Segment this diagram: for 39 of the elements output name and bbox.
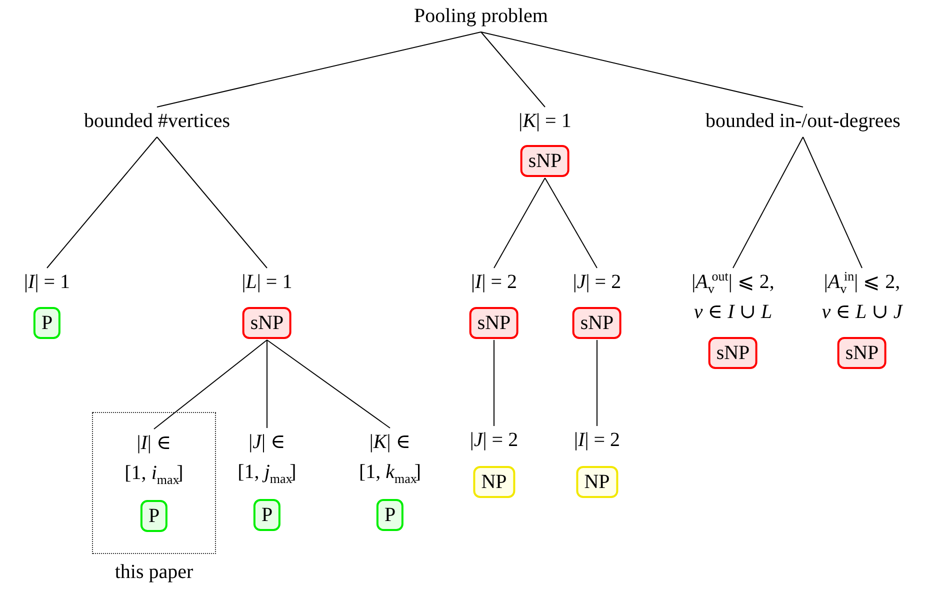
condition-label: bounded in-/out-degrees — [706, 106, 900, 136]
condition-label: |K| ∈ [1, k$_{max}$] — [358, 427, 422, 487]
condition-label: |J| = 2 — [470, 425, 518, 455]
strongly-np-hard-badge: sNP — [572, 307, 622, 339]
tree-line — [494, 178, 546, 268]
condition-label: Pooling problem — [414, 1, 548, 31]
strongly-np-hard-badge: sNP — [242, 307, 292, 339]
np-hard-badge: NP — [576, 466, 618, 498]
polynomial-badge: P — [33, 307, 61, 339]
condition-label: |K| = 1 — [518, 106, 572, 136]
strongly-np-hard-badge: sNP — [520, 145, 570, 177]
tree-line — [154, 340, 268, 430]
tree-line — [732, 136, 804, 268]
condition-label: |I| ∈ [1, i$_{max}$] — [124, 428, 184, 488]
tree-line — [480, 32, 546, 108]
tree-line — [544, 178, 598, 268]
tree-line — [596, 340, 598, 426]
tree-line — [156, 136, 268, 268]
condition-label: |L| = 1 — [242, 267, 292, 297]
tree-line — [46, 136, 158, 268]
condition-label: |I| = 1 — [24, 267, 70, 297]
polynomial-badge: P — [376, 499, 404, 531]
polynomial-badge: P — [253, 499, 281, 531]
condition-label: |I| = 2 — [574, 425, 620, 455]
tree-line — [266, 340, 390, 428]
np-hard-badge: NP — [473, 466, 515, 498]
strongly-np-hard-badge: sNP — [837, 337, 887, 369]
condition-label: |I| = 2 — [471, 267, 517, 297]
frame-caption: this paper — [114, 561, 194, 584]
condition-label: |J| = 2 — [572, 267, 622, 297]
condition-label: |J| ∈ [1, j$_{max}$] — [238, 427, 296, 487]
strongly-np-hard-badge: sNP — [708, 337, 758, 369]
polynomial-badge: P — [140, 500, 168, 532]
tree-line — [156, 32, 482, 108]
tree-line — [480, 32, 804, 108]
tree-line — [266, 340, 268, 428]
condition-label: bounded #vertices — [84, 106, 230, 136]
strongly-np-hard-badge: sNP — [469, 307, 519, 339]
tree-line — [802, 136, 862, 268]
